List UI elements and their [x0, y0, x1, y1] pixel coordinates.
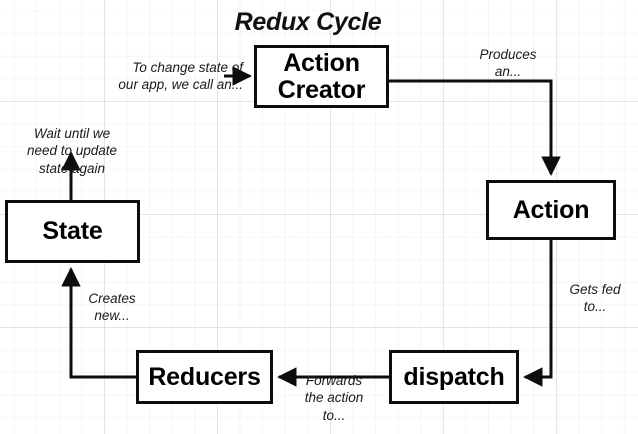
diagram-title: Redux Cycle: [234, 8, 382, 36]
connector-action-creator-to-action: [389, 79, 561, 176]
node-state[interactable]: State: [5, 200, 140, 263]
edge-label-gets-fed-to: Gets fed to...: [569, 282, 621, 315]
edge-label-wait-until: Wait until we need to update state again: [26, 126, 118, 176]
edge-label-to-action-creator: To change state of our app, we call an..…: [118, 60, 243, 93]
node-reducers[interactable]: Reducers: [136, 350, 273, 404]
connector-reducers-to-state: [61, 267, 136, 379]
edge-label-creates-new: Creates new...: [88, 291, 136, 324]
node-dispatch[interactable]: dispatch: [389, 350, 519, 404]
edge-label-produces-an: Produces an...: [479, 47, 537, 80]
edge-label-forwards-the-action: Forwards the action to...: [304, 373, 364, 423]
node-action[interactable]: Action: [486, 180, 616, 240]
connector-action-to-dispatch: [523, 240, 553, 387]
node-action-creator[interactable]: Action Creator: [254, 45, 389, 108]
